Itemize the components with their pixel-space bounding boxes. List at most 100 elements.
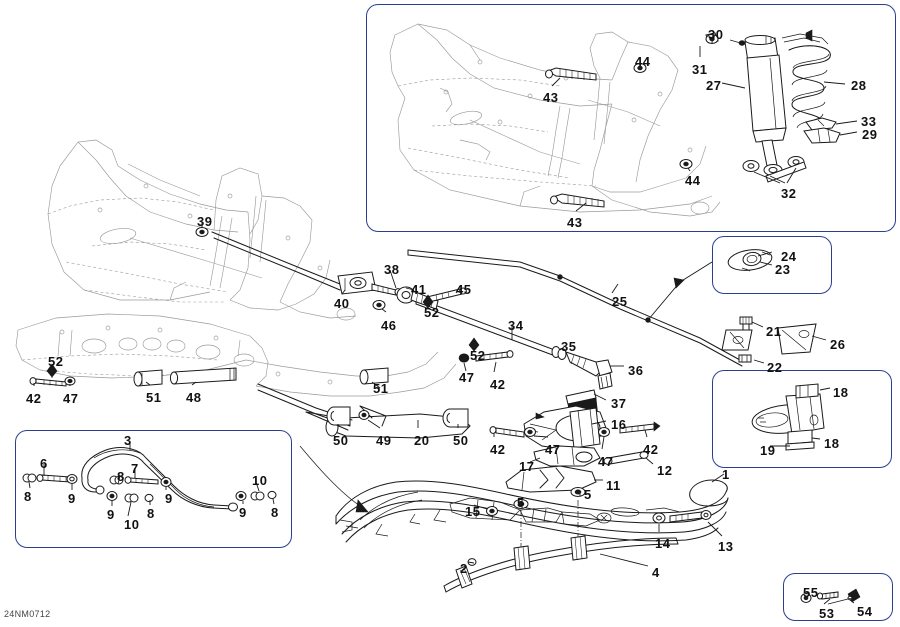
callout-25: 25 [612,294,628,309]
marker-52-center [468,337,480,352]
callout-47: 47 [598,454,614,469]
callout-55: 55 [803,585,819,600]
shock-absorber-27 [705,32,787,176]
callout-34: 34 [508,318,524,333]
callout-42: 42 [643,442,659,457]
nut-47-spindle-left [524,427,536,437]
callout-42: 42 [490,442,506,457]
callout-8: 8 [271,505,279,520]
nut-46 [372,300,386,310]
bushing-39 [195,227,209,237]
callout-47: 47 [545,442,561,457]
callout-42: 42 [490,377,506,392]
callout-5: 5 [517,495,525,510]
callout-10: 10 [124,517,140,532]
callout-27: 27 [706,78,722,93]
bushing-50-left [326,406,351,426]
callout-7: 7 [131,461,139,476]
callout-9: 9 [239,505,247,520]
callout-43: 43 [543,90,559,105]
callout-8: 8 [147,506,155,521]
callout-51: 51 [373,381,389,396]
callout-16: 16 [611,417,627,432]
callout-14: 14 [655,536,671,551]
bolt-43-upper [545,67,597,81]
upper-chassis-drawing [47,139,402,321]
callout-22: 22 [767,360,783,375]
washer-55 [800,593,812,603]
ski-assembly [299,445,729,593]
jam-nut-35 [551,346,567,360]
bolt-42-center [475,350,514,362]
callout-4: 4 [652,565,660,580]
callout-20: 20 [414,433,430,448]
bolt-13 [669,510,712,523]
callout-5: 5 [584,487,592,502]
callout-49: 49 [376,433,392,448]
bolt-42-spindle-right [619,421,661,434]
callout-47: 47 [63,391,79,406]
bracket-26 [777,323,817,355]
shaft-48 [169,367,237,385]
callout-2: 2 [460,561,468,576]
nut-47-left [64,376,76,386]
coil-spring-28 [781,29,831,129]
callout-6: 6 [40,456,48,471]
spindle-16 [523,405,607,451]
bushing-51-right [359,367,389,385]
marker-52-left [46,363,58,378]
callout-31: 31 [692,62,708,77]
callout-45: 45 [456,282,472,297]
callout-33: 33 [861,114,877,129]
stud-5-left [513,499,531,571]
callout-10: 10 [252,473,268,488]
spindle-inset-drawing [751,383,825,451]
callout-37: 37 [611,396,627,411]
washer-14 [652,512,666,524]
callout-35: 35 [561,339,577,354]
callout-1: 1 [722,467,730,482]
callout-39: 39 [197,214,213,229]
nut-47-center [458,353,470,363]
pivot-49 [358,410,370,420]
lower-a-arm-20 [257,383,471,439]
callout-47: 47 [459,370,475,385]
callout-11: 11 [606,478,621,493]
callout-17: 17 [519,459,535,474]
bolt-42-spindle-left [489,426,525,438]
bolt-2 [455,558,477,589]
callout-43: 43 [567,215,583,230]
callout-44: 44 [635,54,651,69]
sway-center-hardware [106,475,172,503]
spindle-inset [712,370,892,468]
diagram-code: 24NM0712 [4,609,51,619]
lower-chassis-drawing [15,313,514,439]
callout-29: 29 [862,127,878,142]
frame-inset-drawing [389,23,841,217]
sway-right-hardware [235,490,277,501]
callout-50: 50 [333,433,349,448]
callout-54: 54 [857,604,873,619]
stud-5-right [570,487,588,561]
bolt-45 [426,287,467,303]
callout-15: 15 [465,504,481,519]
spring-retainer-29 [803,127,841,144]
nut-44-lower [679,159,693,169]
callout-24: 24 [781,249,797,264]
callout-52: 52 [424,305,440,320]
callout-8: 8 [24,489,32,504]
marker-52-rod [422,294,434,309]
callout-26: 26 [830,337,846,352]
bracket-26-left [721,329,753,351]
callout-9: 9 [107,507,115,522]
washers-32 [742,156,807,183]
clevis-40 [337,271,377,295]
callout-18: 18 [833,385,849,400]
leader-lines [28,33,858,605]
callout-38: 38 [384,262,400,277]
sway-bar-inset-drawing [22,447,277,512]
nut-22 [738,354,752,363]
nut-47-spindle-right [598,427,610,437]
